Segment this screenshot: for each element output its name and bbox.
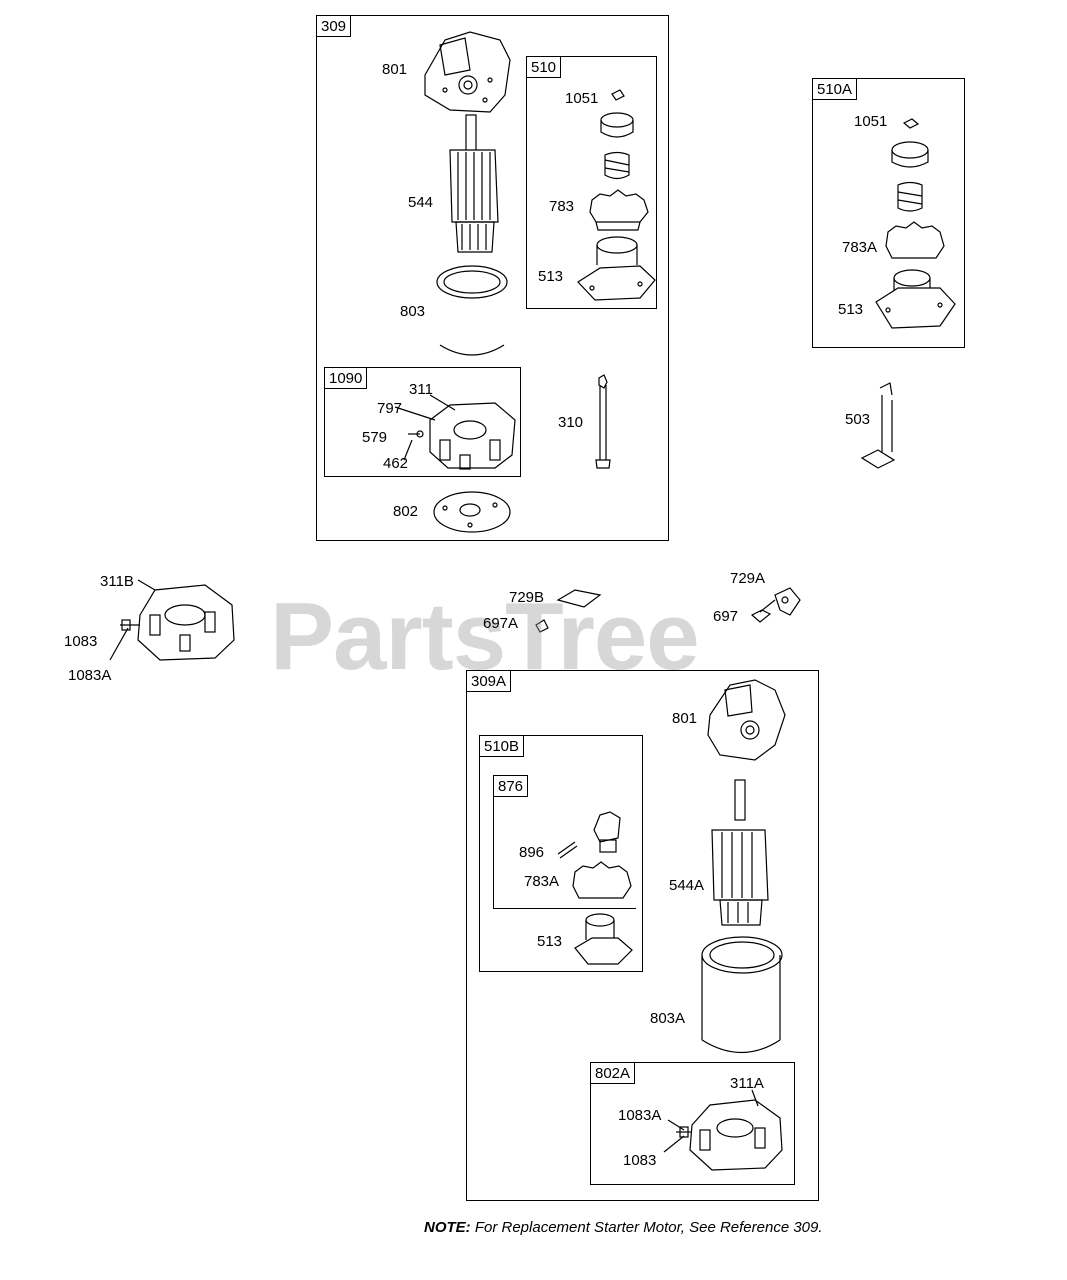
part-803A: 803A: [650, 1010, 686, 1027]
footnote-text: For Replacement Starter Motor, See Refer…: [474, 1219, 823, 1236]
part-697: 697: [713, 608, 739, 625]
bracket-part: [860, 382, 896, 469]
footnote-prefix: NOTE:: [424, 1219, 471, 1236]
housing-803A-part: [701, 936, 783, 1054]
part-896: 896: [519, 844, 545, 861]
part-729A: 729A: [730, 570, 766, 587]
part-309A-801: 801: [672, 710, 698, 727]
terminal-729A-part: [750, 587, 801, 623]
box-309A: 309A: [466, 670, 819, 1201]
part-579: 579: [362, 429, 388, 446]
end-cap-309A-part: [707, 679, 786, 761]
box-309-tag: 309: [316, 15, 352, 37]
part-310: 310: [558, 414, 584, 431]
drive-parts-510A: [875, 118, 956, 329]
part-311B: 311B: [100, 573, 134, 590]
box-802A: 802A: [590, 1062, 795, 1185]
brush-assembly-part: [394, 394, 516, 470]
part-311: 311: [409, 381, 433, 398]
part-729B: 729B: [509, 589, 545, 606]
box-876: 876: [493, 775, 636, 909]
part-802A-1083A: 1083A: [618, 1107, 662, 1124]
through-bolt-part: [595, 374, 611, 469]
part-801: 801: [382, 61, 408, 78]
brush-holder-802A-part: [663, 1089, 783, 1171]
box-1090-tag: 1090: [324, 367, 368, 389]
part-783A: 783A: [842, 239, 878, 256]
part-510A-1051: 1051: [854, 113, 888, 130]
box-510A-tag: 510A: [812, 78, 858, 100]
part-1051: 1051: [565, 90, 599, 107]
armature-part: [449, 114, 499, 253]
part-510B-783A: 783A: [524, 873, 560, 890]
box-510: 510: [526, 56, 657, 309]
box-510B: 510B: [479, 735, 643, 972]
box-510B-tag: 510B: [479, 735, 525, 757]
part-803: 803: [400, 303, 426, 320]
part-697A: 697A: [483, 615, 519, 632]
housing-ring-part: [436, 265, 508, 356]
end-cap-part: [424, 31, 511, 113]
part-462: 462: [383, 455, 409, 472]
part-510B-513: 513: [537, 933, 563, 950]
part-1083A: 1083A: [68, 667, 112, 684]
part-802A-1083: 1083: [623, 1152, 657, 1169]
insulator-729B-part: [535, 589, 602, 633]
part-797: 797: [377, 400, 403, 417]
box-510-tag: 510: [526, 56, 562, 78]
part-544A: 544A: [669, 877, 705, 894]
footnote: NOTE: For Replacement Starter Motor, See…: [424, 1219, 823, 1236]
box-876-tag: 876: [493, 775, 529, 797]
part-544: 544: [408, 194, 434, 211]
box-309: 309: [316, 15, 669, 541]
drive-parts-510: [577, 89, 656, 301]
part-513: 513: [538, 268, 564, 285]
part-802: 802: [393, 503, 419, 520]
part-783: 783: [549, 198, 575, 215]
drive-parts-510B: [557, 811, 633, 965]
box-309A-tag: 309A: [466, 670, 512, 692]
part-311A: 311A: [730, 1075, 764, 1092]
part-503: 503: [845, 411, 871, 428]
box-1090: 1090: [324, 367, 521, 477]
part-1083: 1083: [64, 633, 98, 650]
armature-544A-part: [711, 779, 769, 926]
part-510A-513: 513: [838, 301, 864, 318]
end-plate-part: [433, 491, 511, 533]
box-802A-tag: 802A: [590, 1062, 636, 1084]
brush-holder-311B-part: [109, 579, 235, 661]
box-510A: 510A: [812, 78, 965, 348]
